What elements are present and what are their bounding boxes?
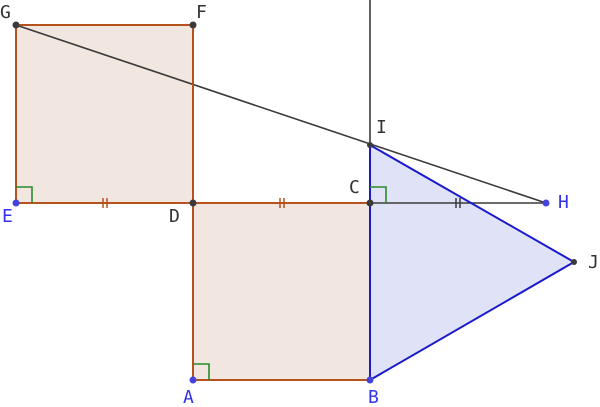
point-h[interactable] (542, 199, 550, 207)
square-dcba-fill (193, 203, 370, 380)
tick-marks-ch (455, 198, 461, 208)
label-j: J (588, 252, 599, 273)
point-b[interactable] (366, 376, 374, 384)
label-f: F (196, 2, 207, 23)
right-angle-marker-e (16, 186, 33, 203)
label-c: C (349, 177, 360, 198)
label-b: B (368, 387, 379, 407)
segment-bj (369, 261, 575, 381)
label-a: A (183, 387, 194, 407)
point-a[interactable] (189, 376, 197, 384)
tick-marks-dc (279, 198, 285, 208)
right-angle-marker-c (370, 186, 387, 203)
label-h: H (558, 192, 569, 213)
point-j[interactable] (571, 259, 577, 265)
point-d[interactable] (189, 199, 197, 207)
right-angle-marker-a (193, 363, 210, 380)
segment-gh (15, 24, 547, 204)
label-i: I (376, 117, 387, 138)
point-f[interactable] (189, 21, 197, 29)
label-d: D (169, 206, 180, 227)
square-efgd-fill (16, 25, 193, 203)
label-e: E (2, 206, 13, 227)
point-i[interactable] (367, 142, 373, 148)
point-c[interactable] (366, 199, 374, 207)
tick-marks-ed (102, 198, 108, 208)
point-g[interactable] (12, 21, 20, 29)
point-e[interactable] (12, 199, 20, 207)
triangle-bcj-fill (370, 145, 574, 380)
label-g: G (0, 2, 11, 23)
segment-ij (369, 144, 575, 263)
